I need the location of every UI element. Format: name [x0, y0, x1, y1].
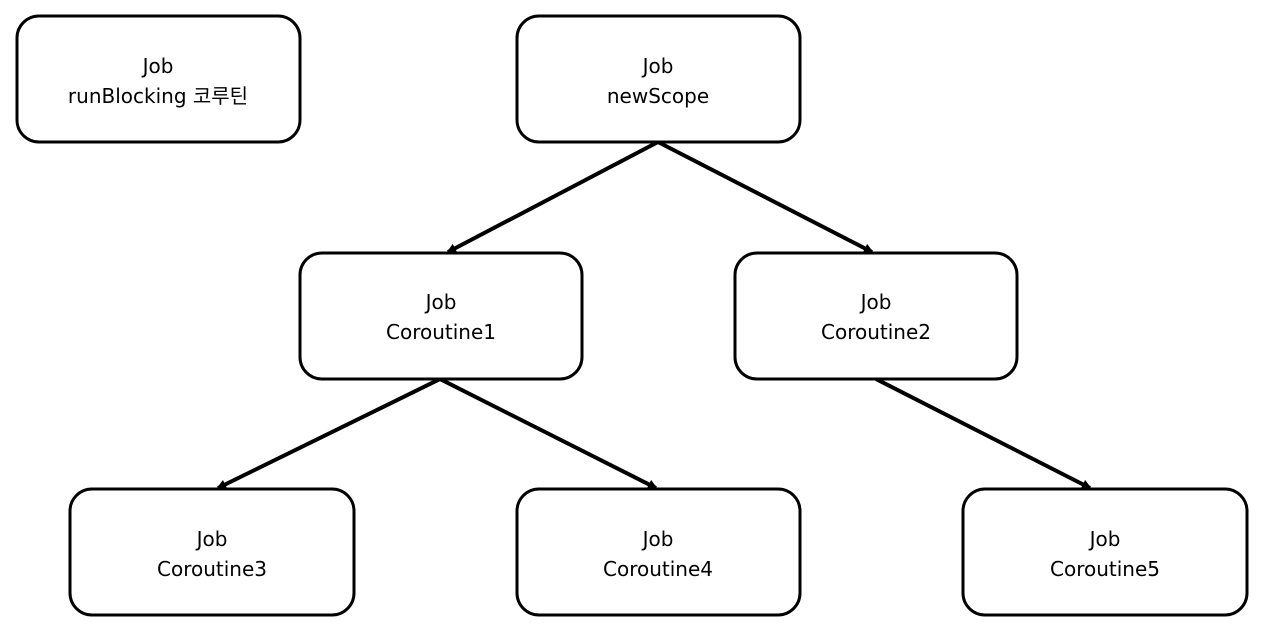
node-runblocking-type: Job	[141, 54, 174, 78]
node-coroutine3: Job Coroutine3	[68, 487, 356, 617]
node-coroutine1-type: Job	[424, 290, 457, 314]
node-coroutine4: Job Coroutine4	[515, 487, 802, 617]
edge-newscope-to-coroutine1	[446, 140, 659, 254]
node-coroutine2-type: Job	[859, 290, 892, 314]
node-coroutine5: Job Coroutine5	[961, 487, 1249, 617]
node-coroutine5-type: Job	[1088, 527, 1121, 551]
node-runblocking-label: runBlocking 코루틴	[68, 84, 248, 108]
edge-coroutine1-to-coroutine3	[216, 377, 441, 490]
node-coroutine1-label: Coroutine1	[386, 320, 496, 344]
node-coroutine4-type: Job	[641, 527, 674, 551]
node-coroutine5-label: Coroutine5	[1050, 557, 1160, 581]
node-coroutine1: Job Coroutine1	[298, 251, 584, 381]
node-newscope-label: newScope	[607, 84, 709, 108]
node-coroutine2-label: Coroutine2	[821, 320, 931, 344]
node-newscope: Job newScope	[515, 14, 802, 144]
node-coroutine3-label: Coroutine3	[157, 557, 267, 581]
node-coroutine3-type: Job	[195, 527, 228, 551]
edge-coroutine1-to-coroutine4	[439, 377, 658, 490]
node-newscope-type: Job	[641, 54, 674, 78]
node-coroutine4-label: Coroutine4	[603, 557, 713, 581]
node-coroutine2: Job Coroutine2	[733, 251, 1019, 381]
edge-newscope-to-coroutine2	[657, 140, 874, 254]
node-runblocking: Job runBlocking 코루틴	[15, 14, 302, 144]
edge-coroutine2-to-coroutine5	[875, 377, 1092, 490]
